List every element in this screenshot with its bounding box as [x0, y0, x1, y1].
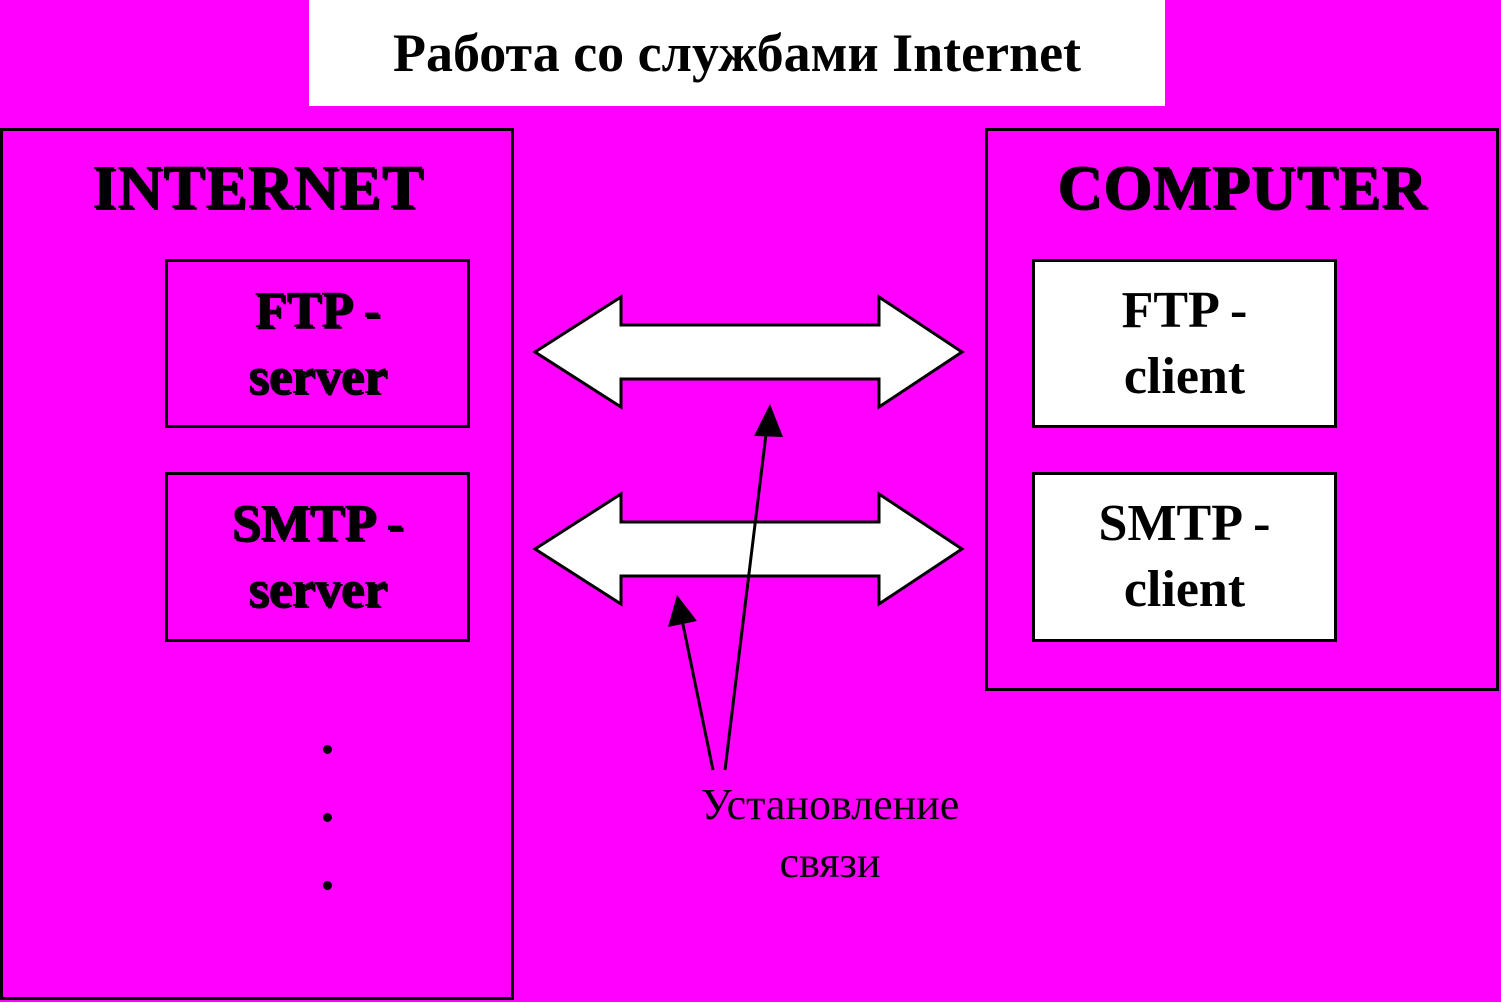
continuation-dot	[323, 745, 332, 754]
ftp-client-label-line1: FTP -	[1121, 281, 1248, 339]
computer-heading: COMPUTER	[1057, 154, 1427, 222]
pointer-to-ftp-link	[723, 417, 770, 771]
ftp-server-label-line1: FTP -	[254, 281, 381, 339]
connection-caption: Установление связи	[660, 776, 1000, 892]
continuation-dot	[323, 813, 332, 822]
computer-panel: COMPUTER	[985, 128, 1499, 691]
pointer-to-smtp-link	[678, 609, 715, 771]
pointer-head-ftp-link	[754, 404, 783, 437]
smtp-server-label-line2: server	[248, 561, 387, 618]
title-banner: Работа со службами Internet	[309, 0, 1165, 106]
smtp-server-label-line1: SMTP -	[231, 495, 404, 552]
ftp-server-box: FTP - server	[165, 259, 470, 428]
ftp-link-double-arrow	[532, 294, 965, 410]
ftp-client-label-line2: client	[1123, 347, 1246, 405]
smtp-server-box: SMTP - server	[165, 472, 470, 642]
internet-panel: INTERNET	[0, 128, 514, 1000]
connection-caption-line1: Установление	[700, 780, 960, 829]
smtp-client-box: SMTP - client	[1032, 472, 1337, 642]
ftp-server-label-line2: server	[248, 347, 387, 405]
continuation-dot	[323, 881, 332, 890]
smtp-client-label-line1: SMTP -	[1098, 495, 1271, 552]
pointer-head-smtp-link	[668, 595, 697, 627]
smtp-client-label-line2: client	[1123, 561, 1246, 618]
connection-caption-line2: связи	[779, 838, 881, 887]
page-title: Работа со службами Internet	[392, 23, 1082, 83]
ftp-client-box: FTP - client	[1032, 259, 1337, 428]
internet-heading: INTERNET	[92, 154, 424, 222]
smtp-link-double-arrow	[532, 491, 965, 607]
